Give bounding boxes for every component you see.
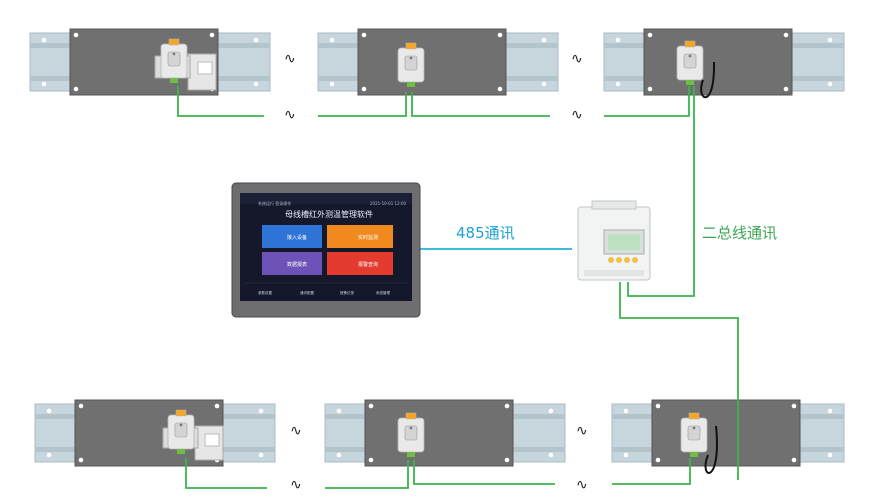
sensor-cable [704, 425, 718, 474]
hmi-tile-label: 报警查询 [358, 262, 379, 268]
bus-power-meter [577, 200, 651, 281]
busbar-segment [317, 28, 559, 96]
temperature-sensor [676, 40, 704, 86]
temperature-sensor [167, 409, 195, 455]
break-marker: ∿ [290, 477, 302, 493]
temperature-sensor [397, 412, 425, 458]
temperature-sensor [680, 412, 708, 458]
break-marker: ∿ [571, 51, 583, 67]
busbar-segment [324, 399, 566, 467]
hmi-title: 母线槽红外测温管理软件 [285, 210, 373, 219]
break-marker: ∿ [576, 477, 588, 493]
temperature-sensor [397, 42, 425, 88]
break-marker: ∿ [284, 107, 296, 123]
busbar-segment [34, 399, 276, 467]
busbar-segment [611, 399, 845, 467]
hmi-status-left: 系统运行 登录操作 [258, 201, 292, 206]
hmi-status-right: 2021-10-01 12:00 [370, 201, 407, 206]
temperature-sensor [160, 38, 188, 84]
hmi-touchscreen [231, 182, 421, 318]
two-bus-label: 二总线通讯 [702, 224, 778, 242]
sensor-cable [700, 61, 716, 99]
hmi-nav-label: 参数设置 [258, 291, 272, 295]
hmi-tile-label: 实时监测 [358, 235, 379, 241]
busbar-segment [29, 28, 271, 96]
break-marker: ∿ [571, 107, 583, 123]
break-marker: ∿ [576, 423, 588, 439]
hmi-nav-label: 通讯配置 [300, 291, 314, 295]
two-bus-wiring [177, 86, 739, 489]
busbar-segment [603, 28, 845, 96]
rs485-label: 485通讯 [456, 224, 515, 242]
hmi-tile-label: 数据报表 [287, 262, 308, 268]
hmi-nav-label: 报警记录 [340, 291, 354, 295]
hmi-nav-label: 系统管理 [376, 291, 390, 295]
break-marker: ∿ [290, 423, 302, 439]
hmi-tile-label: 接入设备 [287, 235, 308, 241]
break-marker: ∿ [284, 51, 296, 67]
